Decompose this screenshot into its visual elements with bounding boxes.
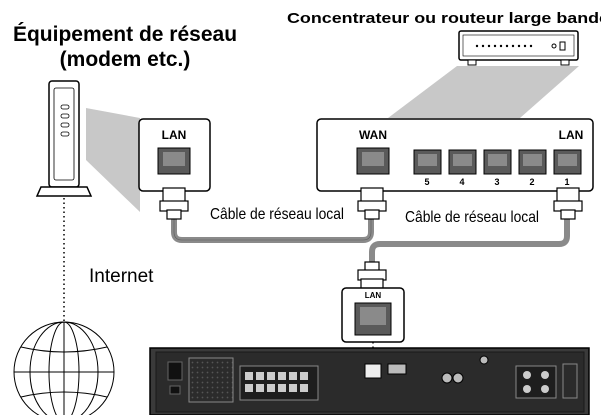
player-lan-zoom-box: LAN [341,287,405,343]
modem-lan-box: LAN [138,118,211,192]
modem-lan-jack-icon [157,147,191,175]
plug-router-lan1-icon [553,187,583,220]
router-lan-jack-1-icon [553,149,582,175]
network-equipment-title-line2: (modem etc.) [60,48,191,71]
modem-lan-label: LAN [162,128,187,142]
router-lan-jack-4-icon [448,149,477,175]
plug-router-wan-icon [357,187,387,220]
modem-icon [35,80,93,197]
cable-label-2: Câble de réseau local [405,209,539,226]
blu-ray-player-rear-icon [149,347,590,416]
cable-modem-to-router [171,218,374,243]
plug-modem-icon [159,187,189,220]
port-number-2: 2 [529,177,534,187]
router-icon [458,30,579,66]
router-lan-jack-2-icon [518,149,547,175]
player-lan-jack-icon [354,302,392,336]
router-wan-label: WAN [359,128,387,142]
port-number-4: 4 [459,177,464,187]
modem-zoom-wedge [86,108,140,212]
hub-router-title: Concentrateur ou routeur large bande [287,10,601,27]
network-equipment-title-line1: Équipement de réseau [13,23,237,46]
cable-label-1: Câble de réseau local [210,206,344,223]
internet-label: Internet [89,266,154,287]
router-zoom-wedge [388,66,579,118]
router-lan-label: LAN [559,128,584,142]
port-number-5: 5 [424,177,429,187]
router-lan-jack-5-icon [413,149,442,175]
port-number-1: 1 [564,177,569,187]
globe-icon [13,321,115,415]
router-port-panel: WAN LAN 5 4 3 2 1 [316,118,594,192]
router-lan-jack-3-icon [483,149,512,175]
port-number-3: 3 [494,177,499,187]
cable-router-to-player [369,218,570,264]
cable-modem-to-router-outline [173,218,372,241]
router-wan-jack-icon [356,147,390,175]
player-lan-label: LAN [365,291,382,300]
